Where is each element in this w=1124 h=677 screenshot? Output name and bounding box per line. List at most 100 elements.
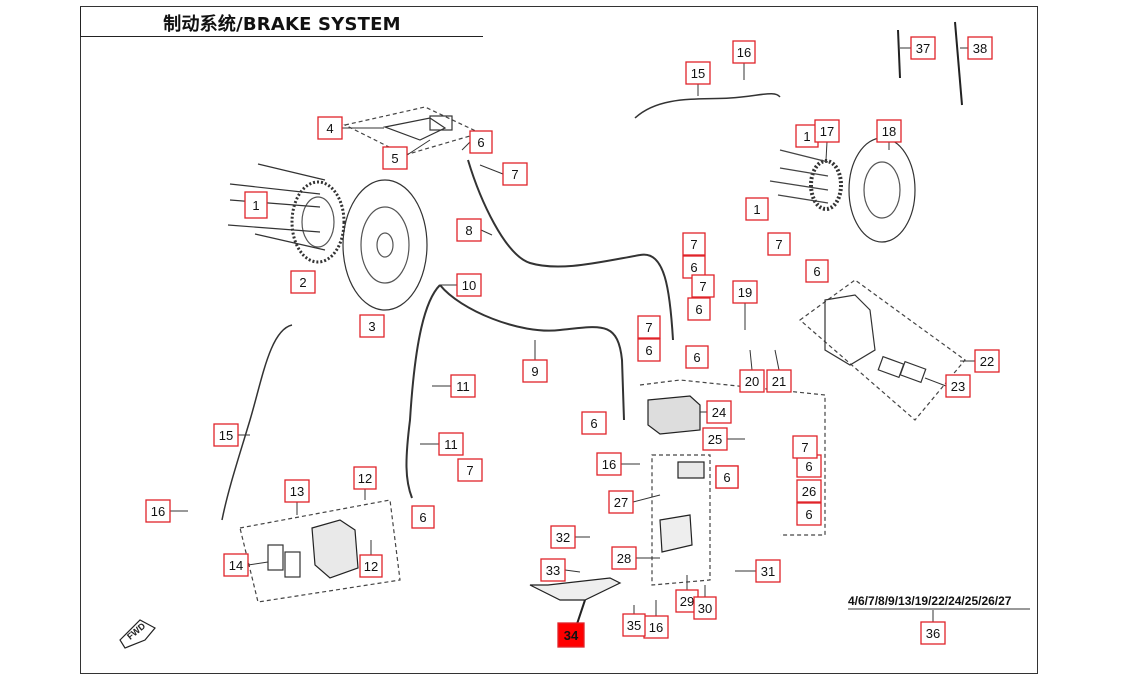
callout-number: 7 (645, 320, 652, 335)
callout-number: 13 (290, 484, 304, 499)
callout-number: 4 (326, 121, 333, 136)
callout-number: 7 (775, 237, 782, 252)
callout-c24: 24 (706, 400, 732, 424)
callout-number: 16 (602, 457, 616, 472)
callout-c12b: 12 (359, 554, 383, 578)
callout-number: 1 (753, 202, 760, 217)
callout-box (145, 499, 171, 523)
callout-c20: 20 (739, 369, 765, 393)
rod-38 (954, 21, 963, 106)
callout-c16b: 16 (596, 452, 622, 476)
callout-number: 23 (951, 379, 965, 394)
callout-number: 6 (693, 350, 700, 365)
callout-number: 7 (699, 279, 706, 294)
callout-box (456, 273, 482, 297)
callout-box (805, 259, 829, 283)
callout-box (550, 525, 576, 549)
leader-line (632, 494, 661, 503)
callout-c15a: 15 (685, 61, 711, 85)
front-master-cylinder (343, 106, 482, 156)
callout-number: 6 (477, 135, 484, 150)
callout-box (967, 36, 993, 60)
callout-c17: 17 (814, 119, 840, 143)
callout-number: 6 (419, 510, 426, 525)
callout-c1c: 1 (745, 197, 769, 221)
callout-c16a: 16 (732, 40, 756, 64)
callout-c7e: 7 (637, 315, 661, 339)
front-brake-disc (342, 179, 428, 311)
callout-c4: 4 (317, 116, 343, 140)
callout-c7d: 7 (767, 232, 791, 256)
callout-c6l: 6 (715, 465, 739, 489)
callout-number: 24 (712, 405, 726, 420)
callout-number: 6 (723, 470, 730, 485)
leader-line (480, 229, 493, 236)
callout-number: 6 (805, 507, 812, 522)
callout-box (622, 613, 646, 637)
callout-c6a: 6 (469, 130, 493, 154)
callout-c27: 27 (608, 490, 634, 514)
callout-box (706, 400, 732, 424)
callout-box (382, 146, 408, 170)
callout-c31: 31 (755, 559, 781, 583)
callout-c3: 3 (359, 314, 385, 338)
front-sensor-cable (634, 92, 781, 119)
callout-c26: 26 (796, 479, 822, 503)
callout-box (608, 490, 634, 514)
callout-number: 14 (229, 558, 243, 573)
leader-line (247, 561, 269, 566)
callout-c2: 2 (290, 270, 316, 294)
callout-c7g: 7 (792, 435, 818, 459)
leader-line (479, 164, 504, 175)
callout-number: 28 (617, 551, 631, 566)
callout-c11a: 11 (450, 374, 476, 398)
callout-box (702, 427, 728, 451)
leader-line (774, 349, 780, 371)
drawing-frame (80, 6, 1038, 674)
callout-number: 17 (820, 124, 834, 139)
callout-c38: 38 (967, 36, 993, 60)
callout-number: 15 (691, 66, 705, 81)
callout-number: 36 (926, 626, 940, 641)
callout-c25: 25 (702, 427, 728, 451)
leader-line (564, 569, 581, 573)
callout-box (685, 61, 711, 85)
callout-number: 6 (695, 302, 702, 317)
callout-box (732, 280, 758, 304)
callout-number: 37 (916, 41, 930, 56)
callout-number: 6 (590, 416, 597, 431)
callout-number: 26 (802, 484, 816, 499)
fwd-arrow-icon (119, 619, 156, 649)
callout-c6k: 6 (411, 505, 435, 529)
callout-box (755, 559, 781, 583)
callout-number: 1 (252, 198, 259, 213)
callout-c6d: 6 (805, 259, 829, 283)
callout-number: 5 (391, 151, 398, 166)
callout-box (876, 119, 902, 143)
fwd-label: FWD (125, 620, 148, 641)
callout-box (317, 116, 343, 140)
callout-box (974, 349, 1000, 373)
callout-number: 27 (614, 495, 628, 510)
callout-box (814, 119, 840, 143)
brake-pedal (529, 577, 622, 631)
callout-c34: 34 (557, 622, 585, 648)
callout-c7b: 7 (682, 232, 706, 256)
callout-c22: 22 (974, 349, 1000, 373)
callout-box (456, 218, 482, 242)
callout-box (687, 297, 711, 321)
callout-box (920, 621, 946, 645)
rod-37 (897, 29, 901, 79)
callout-c16d: 16 (643, 615, 669, 639)
callout-number: 31 (761, 564, 775, 579)
callout-box (637, 315, 661, 339)
callout-box (792, 435, 818, 459)
callout-number: 7 (511, 167, 518, 182)
callout-number: 10 (462, 278, 476, 293)
callout-number: 11 (444, 437, 458, 452)
callout-number: 9 (531, 364, 538, 379)
callout-c35: 35 (622, 613, 646, 637)
callout-box (637, 338, 661, 362)
callout-c19: 19 (732, 280, 758, 304)
